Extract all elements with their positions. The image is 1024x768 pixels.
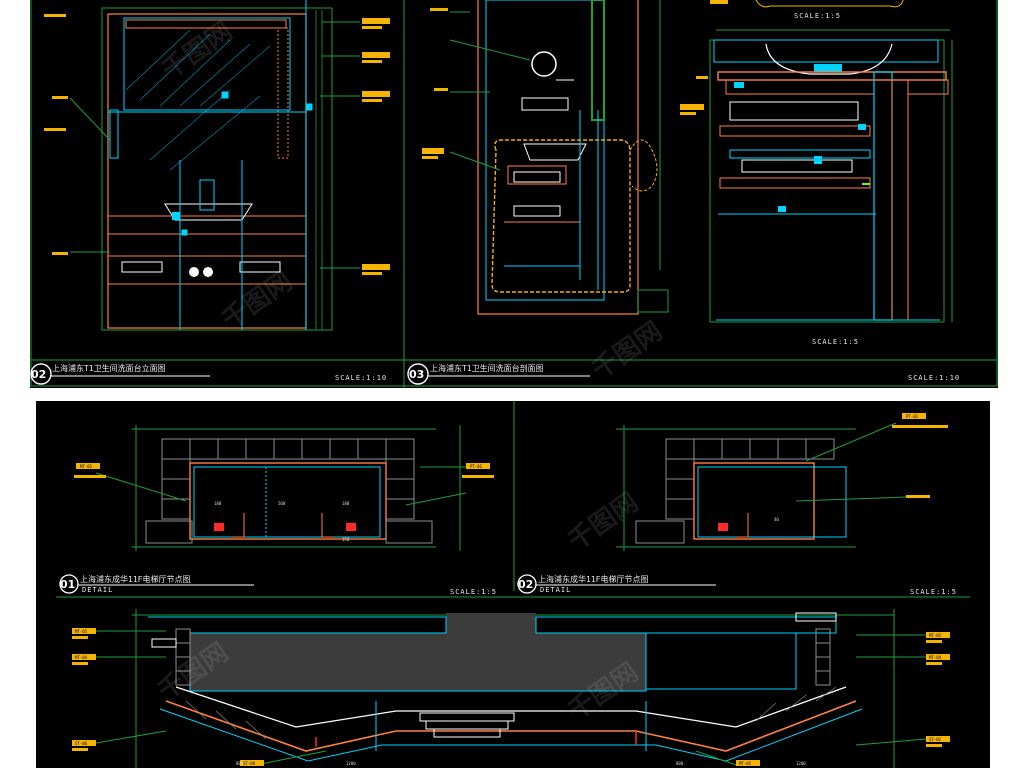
detail-scale-01: SCALE:1:5 bbox=[450, 588, 497, 596]
tag-mt05-r: MT-05 bbox=[929, 633, 942, 638]
panel-scale-02: SCALE:1:10 bbox=[335, 374, 387, 382]
tag-mt05: MT-05 bbox=[75, 629, 88, 634]
tag-st06: ST-06 bbox=[75, 741, 88, 746]
detail-title-01: 01 上海浦东成华11F电梯厅节点图 DETAIL SCALE:1:5 bbox=[59, 574, 497, 596]
panel-number-03: 03 bbox=[409, 368, 424, 381]
tag-pt01-b: PT-01 bbox=[906, 414, 919, 419]
watermark-4: 千图网 bbox=[563, 487, 644, 556]
dim-3: 180 bbox=[342, 501, 350, 506]
tag-mt04: MT-04 bbox=[75, 655, 88, 660]
panel-02-elevation bbox=[44, 0, 390, 331]
bottom-sheet-drawing: 180 500 180 150 MT-01 PT-01 bbox=[56, 401, 970, 768]
panel-03-section bbox=[422, 0, 669, 315]
drawing-sheet-top: SCALE:1:5 SCALE:1:5 02 上海浦东T1卫生间洗面台立面图 S… bbox=[30, 0, 998, 388]
watermark-3: 千图网 bbox=[217, 266, 298, 335]
detail-02-drawing: 40 PT-01 bbox=[616, 413, 948, 551]
detail-subtitle-02: DETAIL bbox=[540, 586, 571, 594]
detail-number-01: 01 bbox=[60, 578, 75, 591]
title-block-03: 03 上海浦东T1卫生间洗面台剖面图 SCALE:1:10 bbox=[407, 363, 960, 385]
dim-1: 180 bbox=[214, 501, 222, 506]
large-section-drawing: MT-05 MT-04 ST-06 MT-05 MT-04 ST-02 ST-0… bbox=[72, 609, 950, 768]
title-block-02: 02 上海浦东T1卫生间洗面台立面图 SCALE:1:10 bbox=[30, 363, 387, 385]
dim-4: 150 bbox=[342, 537, 350, 542]
detail-scale-02: SCALE:1:5 bbox=[910, 588, 957, 596]
dim-9: 1200 bbox=[796, 761, 806, 766]
panel-number-02: 02 bbox=[31, 368, 46, 381]
tag-st02: ST-02 bbox=[929, 737, 942, 742]
dim-8: 800 bbox=[676, 761, 684, 766]
sheet-frame bbox=[30, 0, 998, 387]
detail-number-02: 02 bbox=[518, 578, 533, 591]
panel-sink-detail bbox=[680, 0, 953, 323]
tag-pt01: PT-01 bbox=[470, 464, 483, 469]
tag-st08: ST-08 bbox=[243, 761, 256, 766]
detail-title-text-02: 上海浦东成华11F电梯厅节点图 bbox=[538, 574, 648, 584]
panel-title-02: 上海浦东T1卫生间洗面台立面图 bbox=[52, 363, 166, 373]
scale-label-detail: SCALE:1:5 bbox=[812, 338, 859, 346]
detail-title-02: 02 上海浦东成华11F电梯厅节点图 DETAIL SCALE:1:5 bbox=[517, 574, 957, 596]
panel-title-03: 上海浦东T1卫生间洗面台剖面图 bbox=[430, 363, 544, 373]
panel-scale-03: SCALE:1:10 bbox=[908, 374, 960, 382]
dim-6: 800 bbox=[236, 761, 244, 766]
tag-mt04-r: MT-04 bbox=[929, 655, 942, 660]
tag-mt01: MT-01 bbox=[80, 464, 93, 469]
dim-2: 500 bbox=[278, 501, 286, 506]
dim-5: 40 bbox=[774, 517, 779, 522]
dim-7: 1200 bbox=[346, 761, 356, 766]
top-sheet-drawing: SCALE:1:5 SCALE:1:5 02 上海浦东T1卫生间洗面台立面图 S… bbox=[30, 0, 998, 388]
detail-subtitle-01: DETAIL bbox=[82, 586, 113, 594]
scale-label-top: SCALE:1:5 bbox=[794, 12, 841, 20]
watermark-2: 千图网 bbox=[587, 316, 668, 385]
detail-01-drawing: 180 500 180 150 MT-01 PT-01 bbox=[74, 425, 494, 551]
detail-title-text-01: 上海浦东成华11F电梯厅节点图 bbox=[80, 574, 190, 584]
tag-mt05-b: MT-05 bbox=[739, 761, 752, 766]
watermark-1: 千图网 bbox=[157, 16, 238, 85]
drawing-sheet-bottom: 180 500 180 150 MT-01 PT-01 bbox=[36, 401, 990, 768]
